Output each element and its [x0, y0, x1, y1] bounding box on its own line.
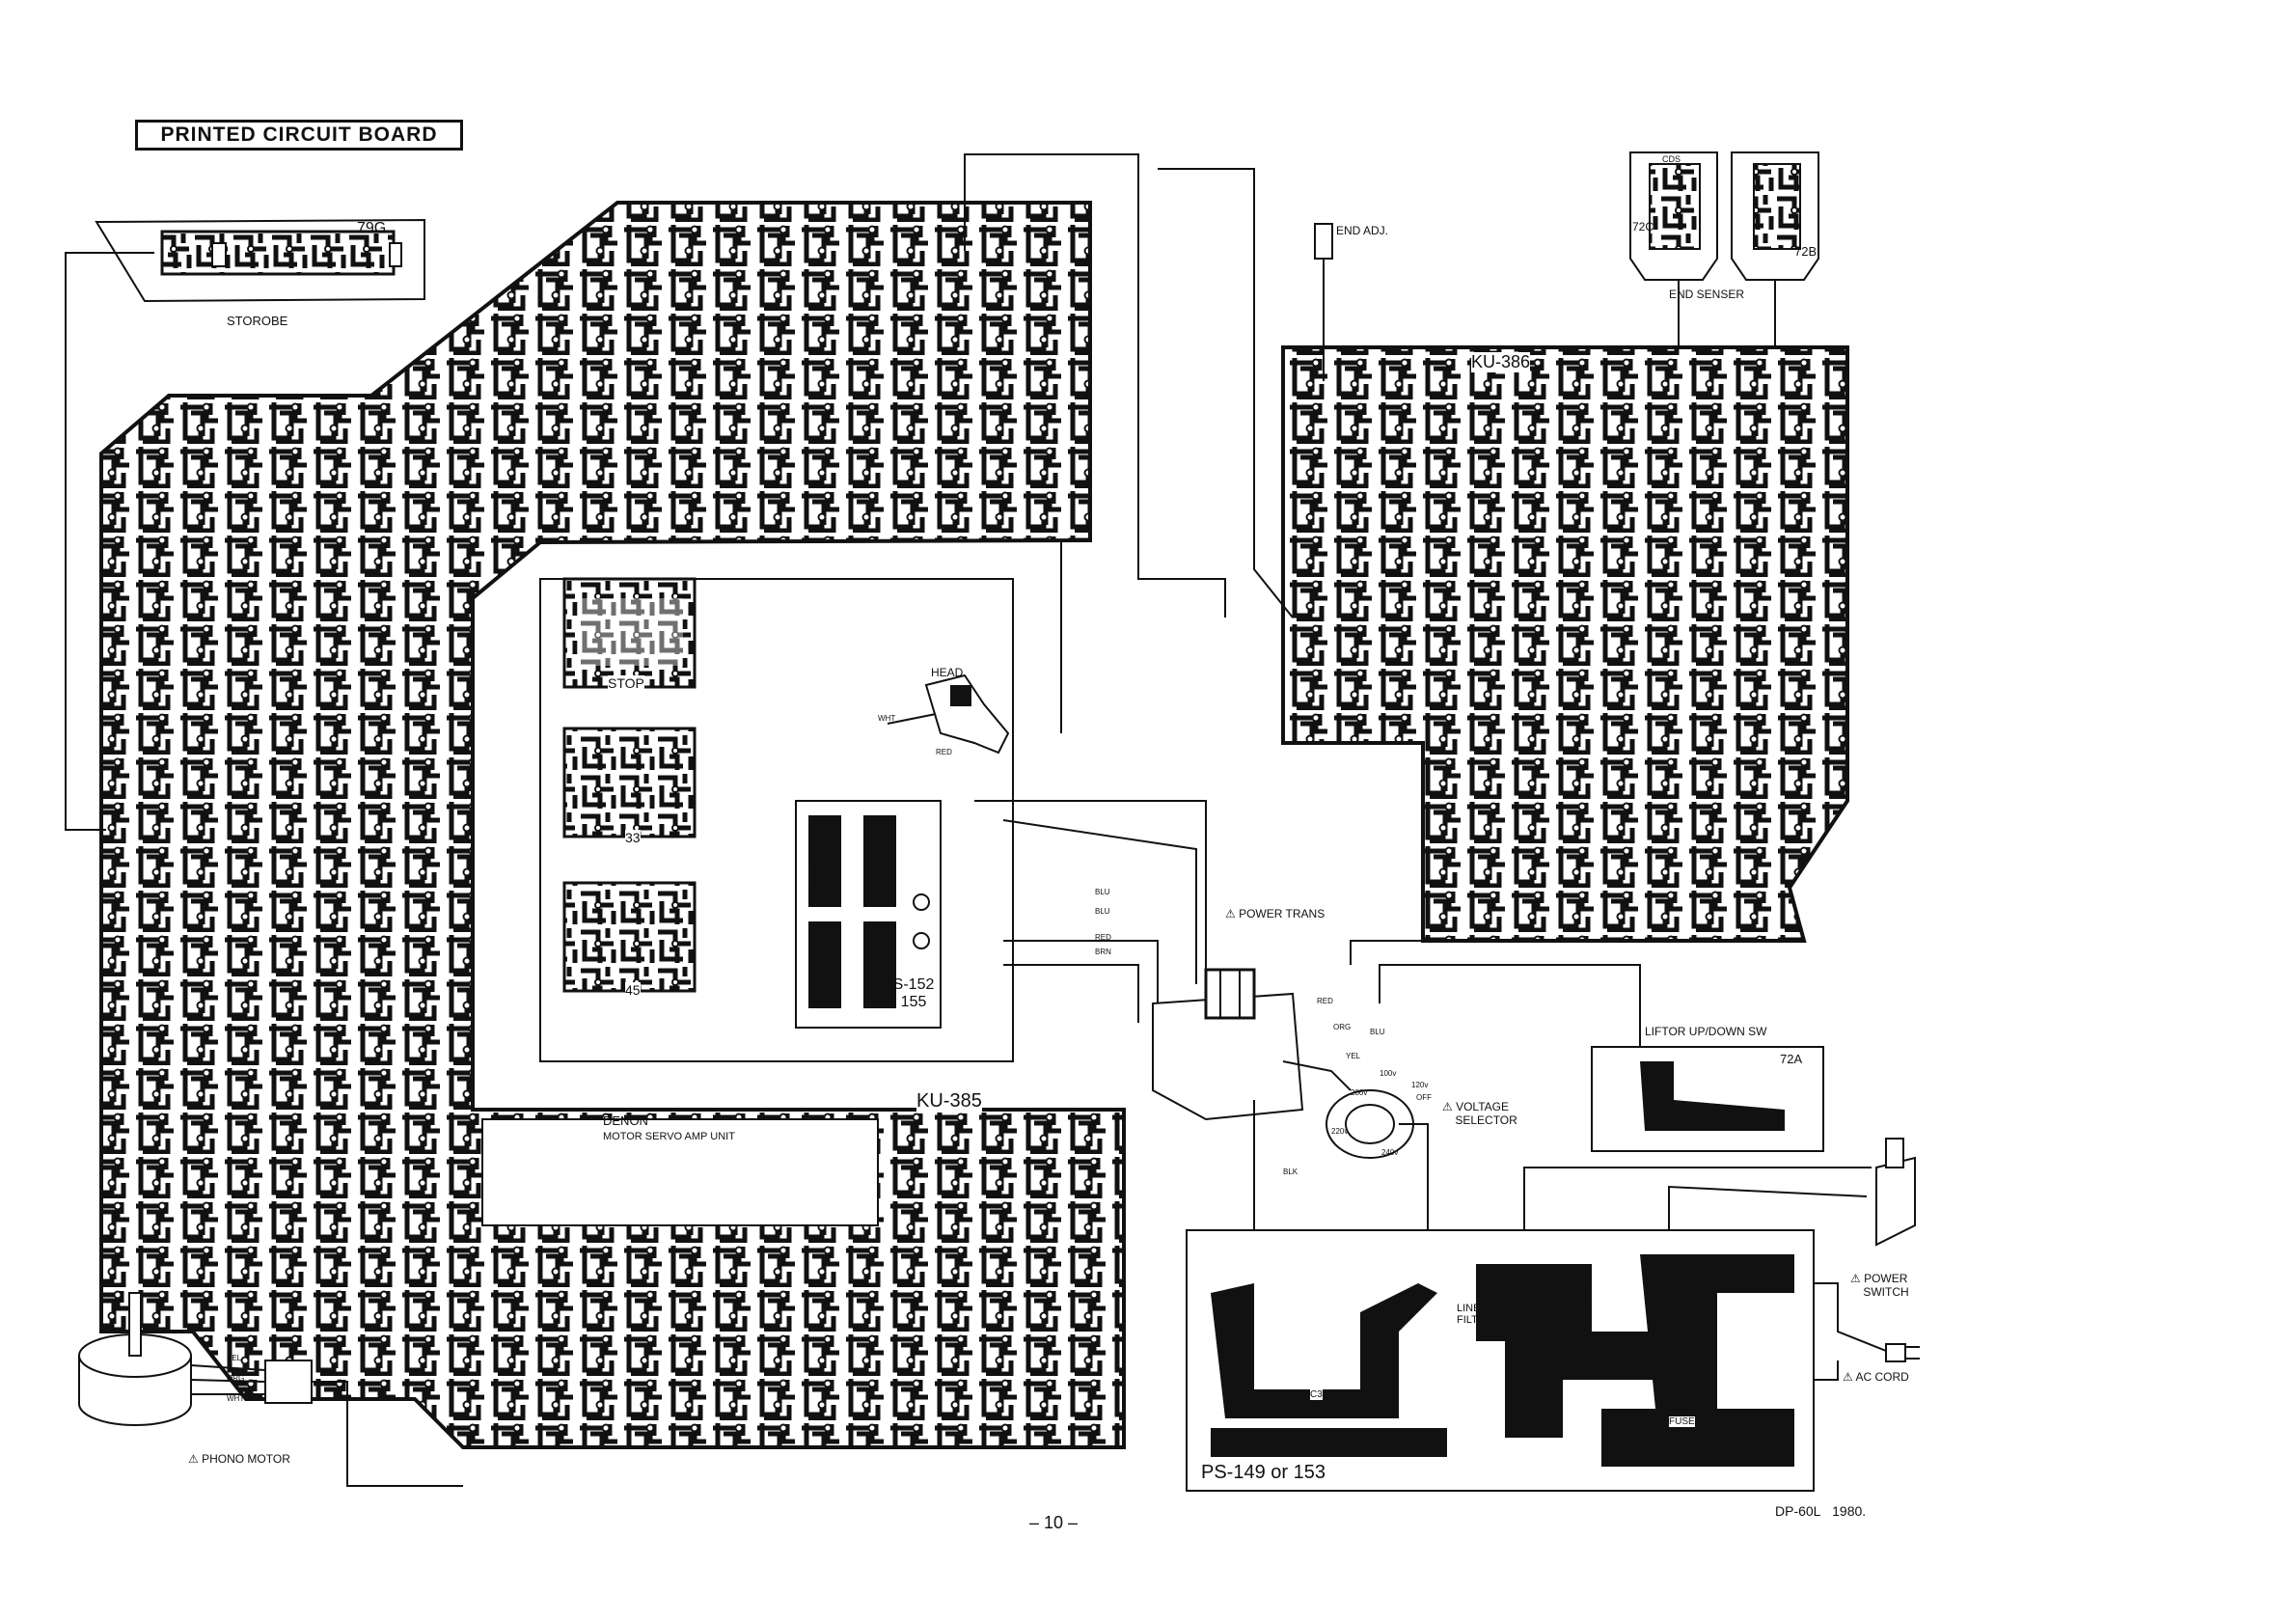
speed-33-label: 33: [625, 830, 641, 845]
end-adj-sensor: [1314, 223, 1333, 381]
page-title: PRINTED CIRCUIT BOARD: [135, 120, 463, 151]
voltage-selector-label: ⚠ VOLTAGE SELECTOR: [1442, 1100, 1517, 1127]
voltage-200v: 200v: [1351, 1088, 1368, 1097]
phono-motor-label: ⚠ PHONO MOTOR: [188, 1452, 290, 1466]
liftor-code: 72A: [1780, 1052, 1803, 1066]
strobe-name: STOROBE: [227, 314, 288, 328]
page-number: – 10 –: [1029, 1513, 1079, 1532]
head-wire-wht: WHT: [878, 714, 896, 723]
ac-cord-label: ⚠ AC CORD: [1843, 1370, 1909, 1384]
voltage-selector: [1326, 1089, 1414, 1159]
power-switch-label: ⚠ POWER SWITCH: [1850, 1272, 1909, 1299]
end-sensor-boards: [1629, 151, 1819, 281]
power-supply-board: [1186, 1229, 1815, 1492]
wiring: [65, 153, 1887, 1487]
ps-fuse-label: FUSE: [1669, 1416, 1695, 1427]
motor-wire-wht: WHT: [227, 1394, 245, 1403]
c3-label: C3: [1310, 1389, 1323, 1400]
speed-switch-boards: [562, 577, 697, 993]
trans-out-yel: YEL: [1346, 1052, 1361, 1060]
main-board-subtitle: MOTOR SERVO AMP UNIT: [603, 1131, 735, 1142]
head-label: HEAD: [931, 666, 964, 679]
trans-out-org: ORG: [1333, 1023, 1352, 1031]
head-wire-red: RED: [936, 748, 952, 756]
voltage-240v: 240v: [1381, 1148, 1399, 1157]
trans-out-blk: BLK: [1283, 1168, 1298, 1176]
head: [887, 673, 1010, 755]
liftor-board: [1591, 1046, 1824, 1152]
main-board-brand: DENON: [603, 1113, 648, 1128]
fuse-board: [795, 800, 942, 1029]
trans-wire-blu-2: BLU: [1095, 907, 1110, 916]
trans-out-red: RED: [1317, 997, 1333, 1005]
speed-45-label: 45: [625, 982, 641, 998]
main-board-code: KU-385: [916, 1090, 982, 1113]
r4-label: R4: [1574, 1293, 1587, 1304]
fuse-label: FUSE: [810, 865, 821, 891]
strobe-code: 79G: [357, 220, 387, 236]
fuse-board-code: PS-152: [883, 976, 935, 993]
voltage-220v: 220v: [1331, 1127, 1349, 1136]
trans-wire-brn: BRN: [1095, 948, 1111, 956]
voltage-100v: 100v: [1380, 1069, 1397, 1078]
end-sensor-label: END SENSER: [1669, 288, 1745, 301]
power-switch: [1875, 1138, 1916, 1247]
trans-wire-blu-1: BLU: [1095, 888, 1110, 896]
end-adj-label: END ADJ.: [1336, 224, 1389, 237]
end-sensor-cds: CDS: [1662, 154, 1681, 164]
motor-wire-org: ORG: [227, 1374, 245, 1383]
trans-wire-red: RED: [1095, 933, 1111, 942]
logic-board-code: KU-386: [1471, 352, 1531, 372]
voltage-off: OFF: [1416, 1093, 1432, 1102]
model-label: DP-60L 1980.: [1775, 1503, 1867, 1519]
ac-cord-plug: [1885, 1343, 1920, 1362]
power-transformer: [1152, 968, 1304, 1121]
motor-wire-yel: YEL: [227, 1354, 242, 1362]
end-sensor-left-code: 72C: [1632, 220, 1654, 234]
voltage-120v: 120v: [1411, 1081, 1429, 1089]
speed-stop-label: STOP: [608, 675, 644, 691]
strobe-board: [95, 218, 425, 303]
phono-motor: [78, 1292, 313, 1426]
liftor-label: LIFTOR UP/DOWN SW: [1645, 1025, 1767, 1038]
end-sensor-right-code: 72B: [1794, 244, 1818, 259]
power-supply-code: PS-149 or 153: [1201, 1462, 1326, 1483]
logic-board: [1281, 345, 1849, 943]
fuse-board-alt: or 155: [883, 994, 927, 1010]
trans-out-blu: BLU: [1370, 1028, 1385, 1036]
power-trans-label: ⚠ POWER TRANS: [1225, 907, 1326, 920]
